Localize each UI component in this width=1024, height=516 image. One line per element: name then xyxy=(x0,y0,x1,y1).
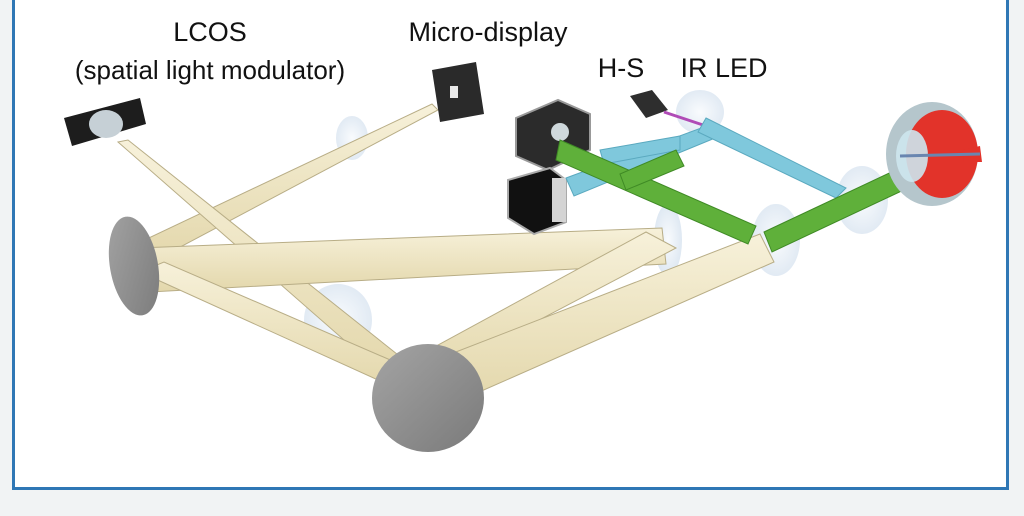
micro-display-device xyxy=(432,62,484,122)
ir-led-label: IR LED xyxy=(680,53,768,83)
eye-model xyxy=(886,102,982,206)
lcos-device xyxy=(64,98,146,146)
big-mirror xyxy=(372,344,484,452)
lcos-label: LCOS xyxy=(173,17,247,47)
mirrors xyxy=(108,216,484,452)
green-optical-path xyxy=(555,139,909,253)
lcos-subtitle-label: (spatial light modulator) xyxy=(74,55,346,85)
light-beams xyxy=(116,103,775,405)
cyan-optical-path xyxy=(565,117,847,199)
ir-led-device xyxy=(630,90,707,128)
left-mirror xyxy=(108,216,160,316)
micro-display-label: Micro-display xyxy=(408,17,568,47)
lower-camera xyxy=(507,166,567,236)
hs-label: H-S xyxy=(597,53,645,83)
